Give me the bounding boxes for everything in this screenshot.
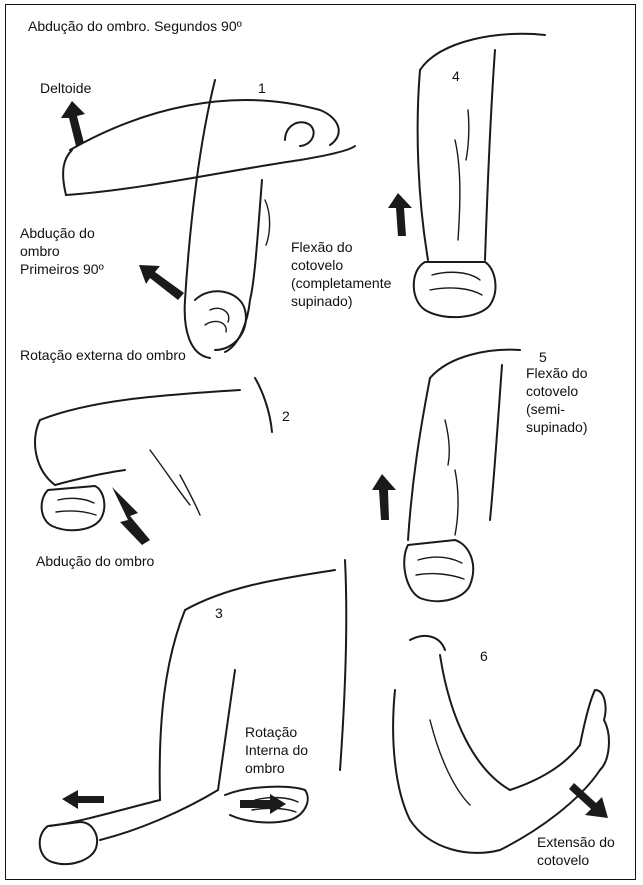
abduction-first-90-label-3: Primeiros 90º — [20, 260, 104, 278]
panel-6-drawing — [393, 636, 609, 853]
external-rotation-label: Rotação externa do ombro — [20, 346, 186, 364]
panel6-upper-arm-outline — [393, 690, 500, 853]
panel-number-4: 4 — [452, 68, 460, 84]
flexion-supinated-label-3: (completamente — [291, 274, 391, 292]
panel-2-drawing — [35, 378, 272, 545]
panel6-muscle-line — [430, 720, 470, 805]
panel6-extension-arrow — [569, 783, 608, 818]
panel5-arm-left-outline — [408, 378, 430, 540]
flexion-semi-label-1: Flexão do — [526, 364, 587, 382]
panel6-hand — [580, 690, 609, 770]
panel2-forearm-top — [55, 470, 125, 485]
hanging-fist — [195, 291, 246, 350]
abducted-arm-lower-outline — [66, 146, 355, 195]
panel4-shoulder-curve — [420, 34, 545, 70]
internal-rotation-label-1: Rotação — [245, 723, 297, 741]
panel5-shoulder-curve — [430, 350, 520, 378]
abduction-first-90-arrow — [139, 265, 184, 300]
panel2-chest-lines — [150, 450, 200, 515]
panel4-arm-right-outline — [485, 50, 495, 260]
panel-number-5: 5 — [539, 349, 547, 365]
hanging-fist-fingers — [205, 308, 229, 332]
panel4-flexion-arrow — [388, 193, 412, 236]
extension-label-1: Extensão do — [537, 833, 615, 851]
panel6-forearm-top — [510, 745, 580, 790]
panel5-flexion-arrow — [372, 474, 396, 520]
abduction-first-90-label-2: ombro — [20, 242, 60, 260]
shoulder-abduction-label: Abdução do ombro — [36, 552, 154, 570]
abducted-fist — [285, 122, 314, 146]
panel-4-drawing — [388, 34, 545, 317]
panel-5-drawing — [372, 350, 520, 602]
panel3-forearm-top — [50, 800, 160, 826]
flexion-semi-label-3: (semi- — [526, 400, 565, 418]
panel-number-6: 6 — [480, 648, 488, 664]
panel5-fist — [404, 540, 473, 601]
panel2-fist-fingers — [56, 498, 96, 515]
deltoide-arrow-up — [61, 101, 85, 146]
hanging-arm-left-outline — [185, 80, 215, 358]
panel4-fist-fingers — [430, 272, 482, 295]
panel4-muscle-lines — [455, 110, 469, 240]
hanging-arm-muscle-line — [265, 200, 270, 245]
internal-rotation-label-3: ombro — [245, 759, 285, 777]
deltoide-label: Deltoide — [40, 79, 91, 97]
panel3-upper-arm-right — [218, 670, 235, 790]
panel5-arm-right-outline — [490, 365, 502, 520]
panel-number-1: 1 — [258, 80, 266, 96]
panel3-shoulder-line — [185, 570, 335, 610]
extension-label-2: cotovelo — [537, 851, 589, 869]
panel5-muscle-lines — [445, 420, 458, 535]
flexion-semi-label-4: supinado) — [526, 418, 588, 436]
flexion-supinated-label-2: cotovelo — [291, 256, 343, 274]
panel-3-drawing — [40, 560, 346, 864]
title-label: Abdução do ombro. Segundos 90º — [28, 17, 242, 35]
panel3-left-arrow — [62, 790, 104, 809]
internal-rotation-label-2: Interna do — [245, 741, 308, 759]
panel-1-drawing — [61, 80, 355, 358]
panel2-back-line — [255, 378, 272, 432]
panel6-shoulder-curve — [410, 636, 445, 650]
panel2-rotation-arrow — [112, 487, 150, 545]
abducted-arm-shoulder-curve — [63, 150, 72, 195]
panel-number-2: 2 — [282, 408, 290, 424]
hanging-arm-right-outline — [225, 180, 262, 352]
flexion-semi-label-2: cotovelo — [526, 382, 578, 400]
panel2-shoulder-line — [40, 390, 240, 420]
panel3-torso-line — [340, 560, 346, 770]
panel4-arm-left-outline — [418, 70, 428, 260]
panel4-fist — [414, 262, 496, 317]
flexion-supinated-label-1: Flexão do — [291, 238, 352, 256]
panel3-upper-arm-left — [160, 610, 185, 800]
panel2-arm-left — [35, 420, 55, 485]
panel2-fist — [42, 486, 105, 530]
panel5-fist-fingers — [416, 557, 464, 579]
panel6-upper-arm-inner — [440, 655, 510, 790]
abduction-first-90-label-1: Abdução do — [20, 224, 95, 242]
flexion-supinated-label-4: supinado) — [291, 292, 353, 310]
panel3-left-fist — [40, 822, 97, 864]
panel-number-3: 3 — [215, 605, 223, 621]
